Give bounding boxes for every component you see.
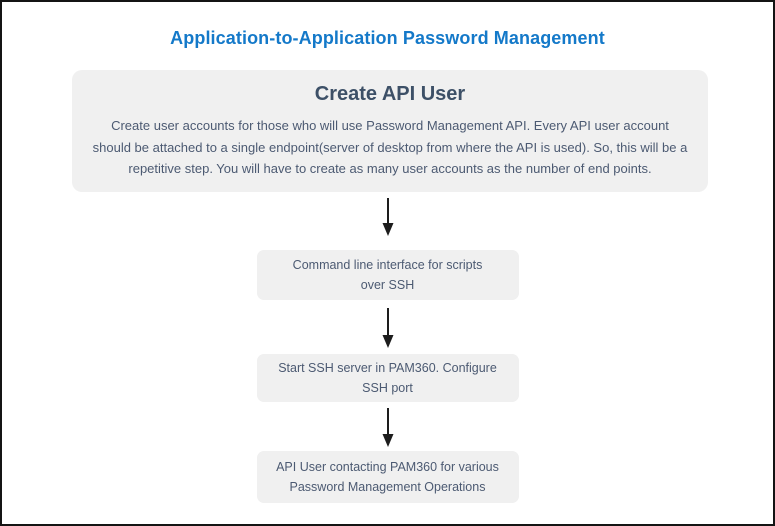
flow-node-create-api-user: Create API User Create user accounts for… — [72, 70, 708, 192]
down-arrow-icon — [382, 198, 393, 236]
flow-node-description: Create user accounts for those who will … — [92, 118, 688, 176]
flow-node-start-ssh-server: Start SSH server in PAM360. Configure SS… — [256, 354, 519, 402]
flow-node-heading: Create API User — [314, 83, 466, 105]
flow-node-api-user-operations: API User contacting PAM360 for various P… — [256, 451, 519, 503]
down-arrow-icon — [382, 308, 393, 348]
flow-node-cli-over-ssh: Command line interface for scripts over … — [256, 250, 519, 300]
page-title: Application-to-Application Password Mana… — [170, 28, 605, 48]
down-arrow-icon — [382, 408, 393, 447]
